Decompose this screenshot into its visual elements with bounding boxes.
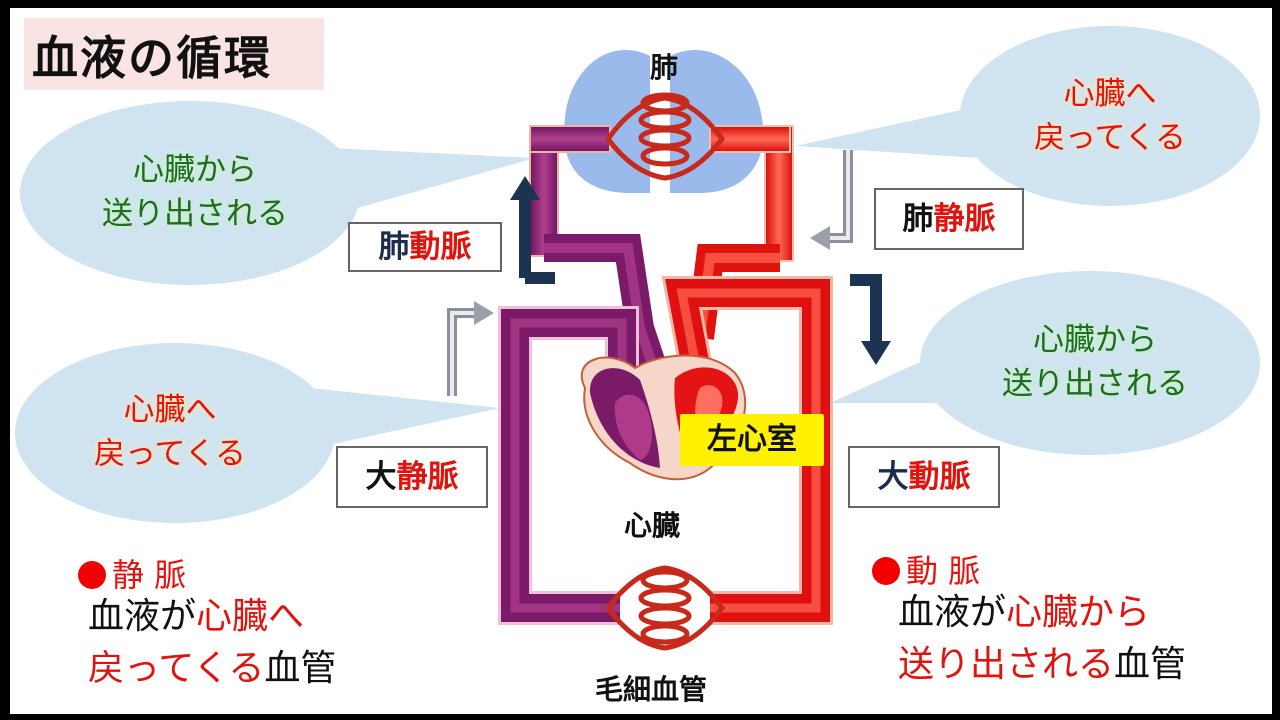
bubble-mid-left-text: 心臓へ 戻ってくる xyxy=(70,388,270,476)
bubble-mid-left xyxy=(15,343,500,523)
bubble-top-left-line1: 心臓から xyxy=(133,152,257,188)
bubble-top-right xyxy=(795,26,1260,206)
label-pulmonary-artery-prefix: 肺 xyxy=(378,229,410,265)
page-title: 血液の循環 xyxy=(32,31,272,85)
label-vena-cava: 大静脈 xyxy=(336,446,488,508)
bubble-top-right-line2: 戻ってくる xyxy=(1034,120,1186,156)
legend-vein-line1-b: 心臓へ xyxy=(196,596,305,637)
pulmonary-artery-flow-arrow xyxy=(510,176,555,284)
legend-vein-heading-text: 静 脈 xyxy=(112,556,187,594)
aorta-flow-arrow xyxy=(850,274,891,365)
capillary-label: 毛細血管 xyxy=(595,673,708,706)
circulation-illustration xyxy=(15,26,1260,651)
bubble-top-left-text: 心臓から 送り出される xyxy=(65,148,325,236)
bubble-mid-right-text: 心臓から 送り出される xyxy=(965,318,1225,406)
legend-artery-line2: 送り出される血管 xyxy=(898,640,1186,690)
bubble-top-right-line1: 心臓へ xyxy=(1063,76,1157,112)
legend-vein-line1: 血液が心臓へ xyxy=(88,592,304,642)
pulmonary-vein xyxy=(686,125,794,340)
legend-artery-heading: 動 脈 xyxy=(872,546,980,592)
legend-artery-line2-b: 血管 xyxy=(1114,644,1187,685)
aorta xyxy=(661,276,833,625)
bubble-top-left-line2: 送り出される xyxy=(102,196,288,232)
title-background xyxy=(24,18,324,90)
bubble-mid-right-line2: 送り出される xyxy=(1002,366,1188,402)
bubble-mid-right xyxy=(830,271,1260,455)
legend-artery-bullet xyxy=(872,557,900,585)
lung-capillary xyxy=(604,92,726,181)
legend-vein-line2-a: 戻ってくる xyxy=(88,648,265,689)
legend-vein-line1-a: 血液が xyxy=(88,596,197,637)
lung-label: 肺 xyxy=(650,51,679,84)
legend-artery-line1-a: 血液が xyxy=(898,592,1007,633)
label-pulmonary-vein-main: 静脈 xyxy=(933,201,996,237)
bubble-top-left xyxy=(20,101,535,285)
legend-artery-line2-a: 送り出される xyxy=(898,644,1115,685)
legend-vein-bullet xyxy=(78,561,106,589)
left-ventricle-label: 左心室 xyxy=(680,414,824,466)
bubble-mid-right-line1: 心臓から xyxy=(1033,322,1157,358)
legend-vein-line2: 戻ってくる血管 xyxy=(88,644,336,694)
body-capillary xyxy=(604,565,726,651)
label-pulmonary-artery: 肺動脈 xyxy=(348,222,502,272)
bubble-top-right-text: 心臓へ 戻ってくる xyxy=(1010,72,1210,160)
bubble-mid-left-line2: 戻ってくる xyxy=(94,436,246,472)
label-pulmonary-artery-main: 動脈 xyxy=(409,229,472,265)
vena-cava xyxy=(498,306,639,625)
bubble-mid-left-line1: 心臓へ xyxy=(123,392,217,428)
diagram-canvas: 血液の循環 xyxy=(10,8,1272,714)
legend-vein-line2-b: 血管 xyxy=(264,648,337,689)
lungs xyxy=(563,49,764,194)
label-aorta-main: 動脈 xyxy=(908,459,971,495)
pulmonary-vein-flow-arrow xyxy=(810,150,853,250)
label-vena-cava-main: 静脈 xyxy=(396,459,459,495)
legend-artery-line1-b: 心臓から xyxy=(1006,592,1151,633)
label-aorta-prefix: 大 xyxy=(877,459,909,495)
vena-cava-flow-arrow xyxy=(447,301,494,396)
legend-artery-heading-text: 動 脈 xyxy=(906,552,981,590)
heart-label: 心臓 xyxy=(624,509,681,542)
label-vena-cava-prefix: 大 xyxy=(365,459,397,495)
label-pulmonary-vein: 肺静脈 xyxy=(874,188,1024,250)
label-pulmonary-vein-prefix: 肺 xyxy=(902,201,934,237)
label-aorta: 大動脈 xyxy=(848,446,1000,508)
legend-vein-heading: 静 脈 xyxy=(78,550,186,596)
legend-artery-line1: 血液が心臓から xyxy=(898,588,1150,638)
